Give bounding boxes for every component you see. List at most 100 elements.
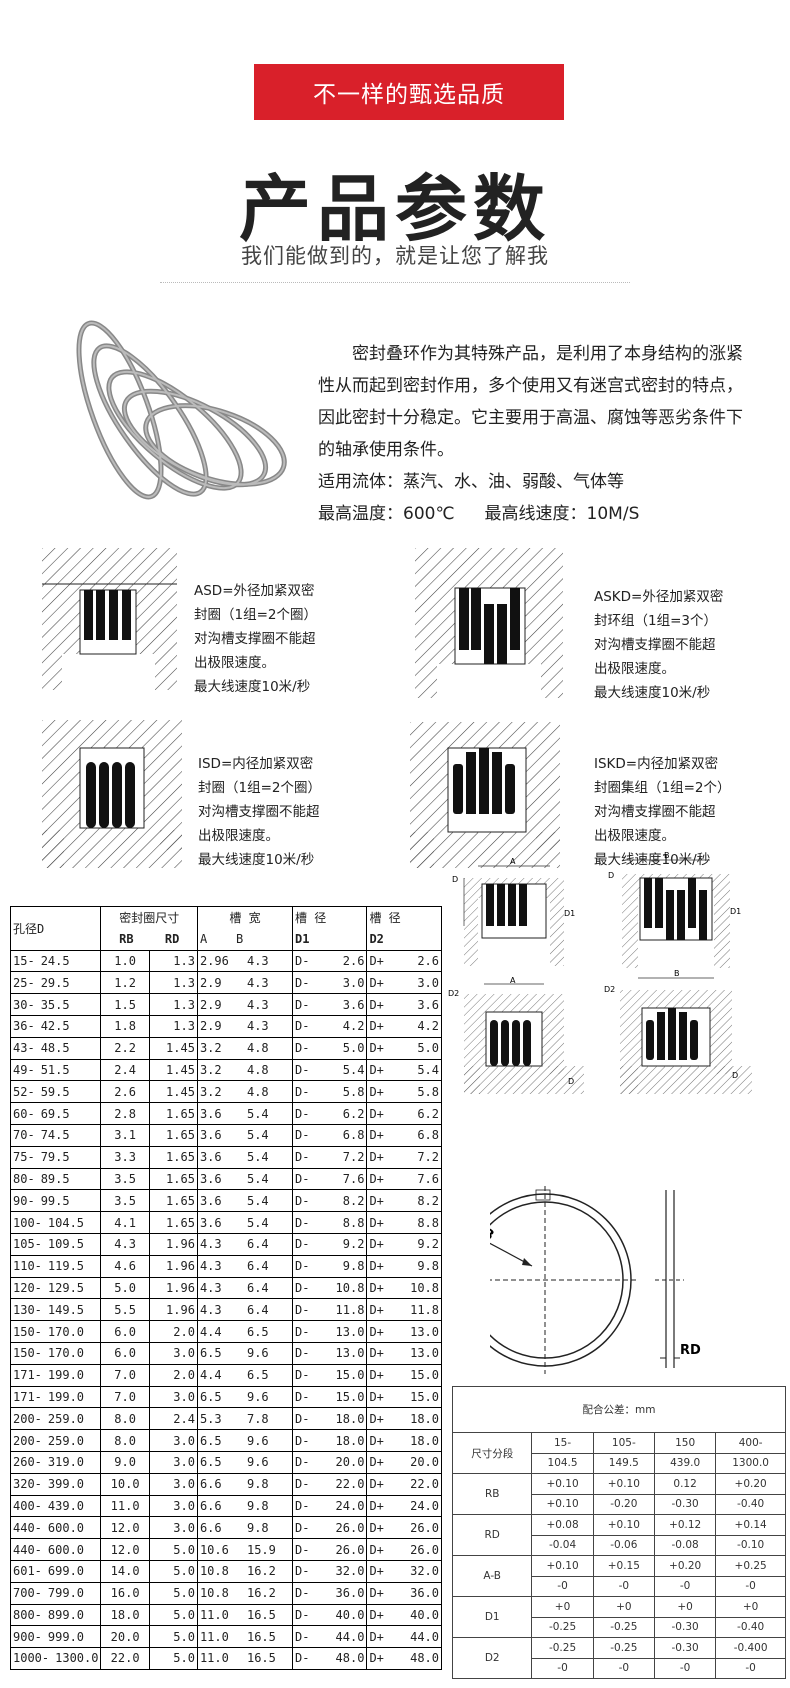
table-cell: 1.2 (100, 971, 150, 995)
table-cell: 5.0 (319, 1036, 368, 1060)
table-cell: 36.0 (319, 1581, 368, 1605)
tolerance-upper: -0.400 (715, 1637, 786, 1659)
table-cell: 15.9 (244, 1538, 293, 1561)
table-cell: 10.6 (196, 1538, 245, 1561)
svg-text:D: D (732, 1071, 738, 1080)
tolerance-lower: -0 (592, 1657, 655, 1679)
table-cell: D- (291, 1472, 320, 1496)
tolerance-upper: +0 (715, 1596, 786, 1618)
tolerance-lower: -0.10 (715, 1534, 786, 1556)
table-cell: 49-51.5 (9, 1058, 102, 1082)
table-cell: 4.8 (244, 1058, 293, 1082)
table-cell: 3.6 (196, 1167, 245, 1191)
table-cell: 16.2 (244, 1559, 293, 1583)
table-cell: D- (291, 1320, 320, 1343)
tolerance-row: D1+0+0+0+0 (451, 1596, 786, 1638)
table-cell: D- (291, 1145, 320, 1169)
table-cell: D+ (366, 1058, 394, 1082)
table-cell: 16.2 (244, 1581, 293, 1605)
table-cell: D- (291, 971, 320, 995)
table-cell: 171-199.0 (9, 1363, 102, 1387)
tolerance-lower: -0.30 (653, 1616, 717, 1638)
table-cell: 8.2 (393, 1189, 442, 1213)
table-cell: 8.8 (319, 1211, 368, 1234)
tolerance-lower: -0 (653, 1575, 717, 1597)
tolerance-size-label: 尺寸分段 (451, 1432, 533, 1474)
tolerance-upper: +0.08 (531, 1514, 594, 1536)
table-cell: 3.0 (148, 1494, 198, 1518)
table-cell: 6.0 (100, 1320, 150, 1343)
asd-diagram (42, 548, 177, 690)
table-cell: 2.2 (100, 1036, 150, 1060)
table-cell: 150-170.0 (9, 1341, 102, 1365)
table-cell: D- (291, 1232, 320, 1256)
table-cell: D- (291, 1603, 320, 1627)
table-cell: 5.5 (100, 1298, 150, 1322)
table-cell: 11.0 (196, 1625, 245, 1649)
table-cell: 11.8 (393, 1298, 442, 1322)
table-cell: 3.2 (196, 1080, 245, 1104)
table-cell: 9.8 (244, 1472, 293, 1496)
table-cell: 150-170.0 (9, 1320, 102, 1343)
tolerance-range-bottom: 104.5 (531, 1452, 594, 1474)
table-cell: 6.4 (244, 1276, 293, 1300)
table-cell: D- (291, 1647, 320, 1670)
table-cell: 6.5 (244, 1320, 293, 1343)
table-cell: 3.6 (196, 1102, 245, 1125)
table-cell: 9.6 (244, 1385, 293, 1409)
tolerance-upper: -0.25 (531, 1637, 594, 1659)
table-cell: 9.6 (244, 1429, 293, 1452)
table-cell: 2.6 (319, 949, 368, 973)
header-bore: 孔径D (9, 906, 102, 951)
table-cell: 36.0 (393, 1581, 442, 1605)
groove-asd-dims: A D D1 (452, 857, 575, 966)
table-cell: 80-89.5 (9, 1167, 102, 1191)
table-cell: 9.8 (319, 1254, 368, 1278)
table-cell: 18.0 (319, 1429, 368, 1452)
quality-banner: 不一样的甄选品质 (254, 64, 564, 120)
table-cell: D- (291, 1189, 320, 1213)
tolerance-range-bottom: 439.0 (653, 1452, 717, 1474)
table-cell: 10.8 (393, 1276, 442, 1300)
table-cell: 6.4 (244, 1254, 293, 1278)
table-cell: D+ (366, 949, 394, 973)
table-cell: 12.0 (100, 1538, 150, 1561)
table-cell: 4.3 (244, 1014, 293, 1038)
table-cell: D- (291, 1102, 320, 1125)
table-cell: 9.2 (393, 1232, 442, 1256)
table-cell: 4.3 (244, 971, 293, 995)
table-cell: D- (291, 1276, 320, 1300)
table-cell: 4.1 (100, 1211, 150, 1234)
table-cell: 32.0 (319, 1559, 368, 1583)
iskd-diagram (410, 722, 560, 868)
table-cell: 3.0 (148, 1450, 198, 1474)
table-cell: 1000-1300.0 (9, 1647, 102, 1670)
tolerance-lower: -0.20 (592, 1493, 655, 1515)
table-cell: 5.0 (148, 1603, 198, 1627)
table-cell: 1.96 (148, 1254, 198, 1278)
tolerance-upper: +0 (531, 1596, 594, 1618)
tolerance-upper: +0 (592, 1596, 655, 1618)
table-cell: D+ (366, 1211, 394, 1234)
table-cell: 11.8 (319, 1298, 368, 1322)
table-cell: 15-24.5 (9, 949, 102, 973)
table-cell: 22.0 (319, 1472, 368, 1496)
table-cell: 2.6 (393, 949, 442, 973)
table-cell: 6.6 (196, 1494, 245, 1518)
table-cell: D- (291, 1494, 320, 1518)
table-cell: D- (291, 1450, 320, 1474)
table-header-row: 孔径D 密封圈尺寸 槽 宽 槽 径 槽 径 (9, 906, 442, 951)
table-cell: 171-199.0 (9, 1385, 102, 1409)
table-cell: 3.0 (319, 971, 368, 995)
